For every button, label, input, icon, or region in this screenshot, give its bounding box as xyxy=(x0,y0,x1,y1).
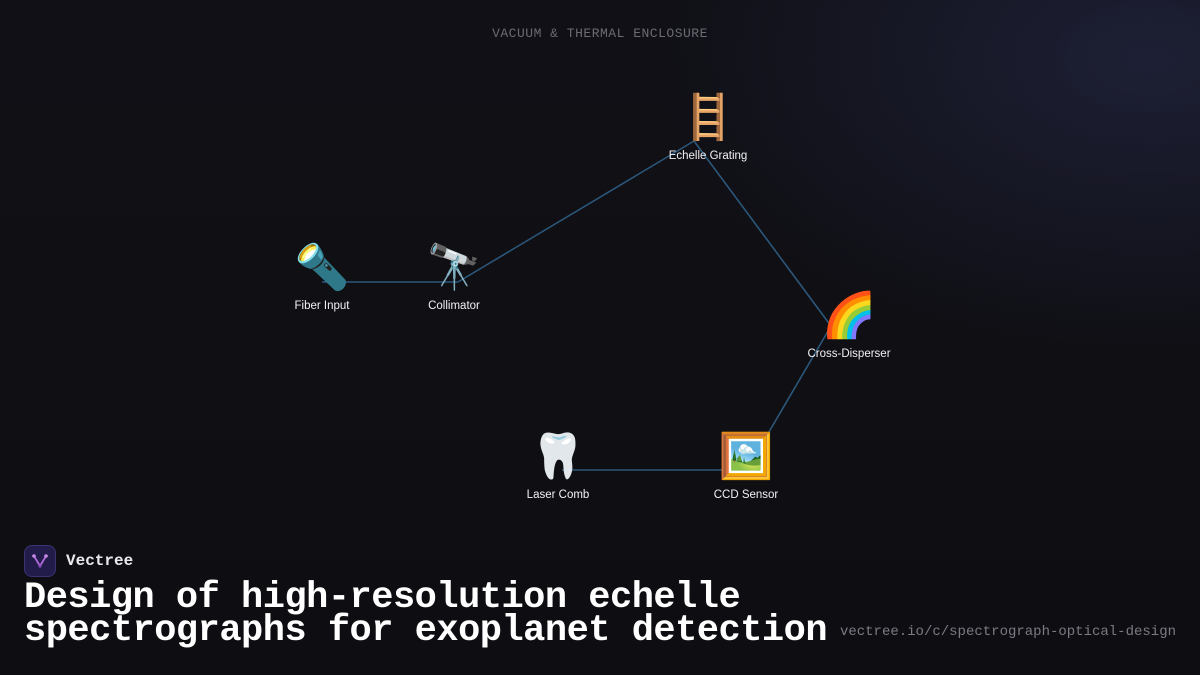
node-laser-comb[interactable]: 🦷 Laser Comb xyxy=(498,431,618,501)
node-fiber-input[interactable]: 🔦 Fiber Input xyxy=(262,242,382,312)
node-ccd-sensor[interactable]: 🖼️ CCD Sensor xyxy=(686,431,806,501)
node-label: Echelle Grating xyxy=(668,150,748,162)
edge-collimator-echelle xyxy=(457,140,695,283)
node-label: Cross-Disperser xyxy=(807,348,891,360)
node-cross-disperser[interactable]: 🌈 Cross-Disperser xyxy=(789,290,909,360)
brand[interactable]: Vectree xyxy=(24,544,133,578)
node-label: Collimator xyxy=(428,300,480,312)
node-echelle-grating[interactable]: 🪜 Echelle Grating xyxy=(648,92,768,162)
source-url[interactable]: vectree.io/c/spectrograph-optical-design xyxy=(839,624,1176,640)
framed-picture-icon: 🖼️ xyxy=(718,431,774,482)
enclosure-label: VACUUM & THERMAL ENCLOSURE xyxy=(492,26,708,41)
edge-echelle-cross xyxy=(693,140,832,327)
node-label: CCD Sensor xyxy=(713,489,779,501)
node-collimator[interactable]: 🔭 Collimator xyxy=(394,242,514,312)
page-title: Design of high-resolution echelle spectr… xyxy=(24,577,828,652)
ladder-icon: 🪜 xyxy=(680,92,736,143)
edge-cross-ccd xyxy=(765,325,832,438)
telescope-icon: 🔭 xyxy=(426,242,482,293)
vectree-logo-icon xyxy=(24,545,56,577)
tooth-icon: 🦷 xyxy=(530,431,586,482)
node-label: Laser Comb xyxy=(526,489,590,501)
flashlight-icon: 🔦 xyxy=(294,242,350,293)
brand-name: Vectree xyxy=(66,552,134,570)
rainbow-icon: 🌈 xyxy=(821,290,877,341)
node-label: Fiber Input xyxy=(294,300,350,312)
